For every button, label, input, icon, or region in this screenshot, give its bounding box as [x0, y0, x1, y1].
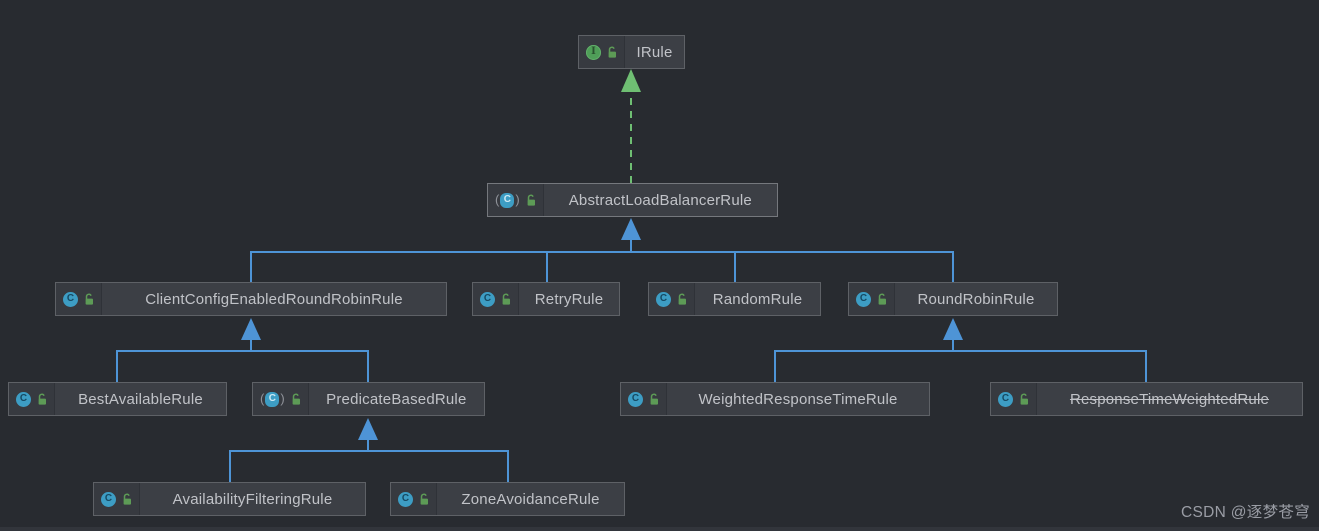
unlocked-icon — [123, 493, 131, 505]
interface-icon — [586, 44, 601, 60]
node-icon-cell — [473, 283, 519, 315]
unlocked-icon — [420, 493, 428, 505]
csdn-watermark: CSDN @逐梦苍穹 — [1181, 504, 1310, 521]
generalization-arrowhead-icon — [358, 418, 378, 440]
class-icon — [998, 391, 1013, 407]
class-node-irule[interactable]: IRule — [578, 35, 685, 69]
class-name-label: ResponseTimeWeightedRule — [1069, 390, 1270, 408]
class-node-client-config-enabled-round-robin-rule[interactable]: ClientConfigEnabledRoundRobinRule — [55, 282, 447, 316]
class-icon — [656, 291, 671, 307]
unlocked-icon — [650, 393, 658, 405]
unlocked-icon — [85, 293, 93, 305]
unlocked-icon — [292, 393, 300, 405]
class-name-label: ClientConfigEnabledRoundRobinRule — [145, 290, 403, 308]
abstract-class-icon: () — [260, 391, 285, 407]
class-name-label: PredicateBasedRule — [326, 390, 467, 408]
unlocked-icon — [878, 293, 886, 305]
node-icon-cell — [649, 283, 695, 315]
class-icon — [398, 491, 413, 507]
class-icon — [856, 291, 871, 307]
class-name-label: RetryRule — [534, 290, 604, 308]
node-icon-cell — [991, 383, 1037, 415]
generalization-edge-group-rrr — [774, 340, 1147, 382]
class-node-best-available-rule[interactable]: BestAvailableRule — [8, 382, 227, 416]
class-name-label: ZoneAvoidanceRule — [461, 490, 600, 508]
unlocked-icon — [38, 393, 46, 405]
generalization-edge-group-albr — [250, 240, 954, 282]
node-icon-cell — [579, 36, 625, 68]
node-icon-cell — [56, 283, 102, 315]
class-node-predicate-based-rule[interactable]: () PredicateBasedRule — [252, 382, 485, 416]
class-node-round-robin-rule[interactable]: RoundRobinRule — [848, 282, 1058, 316]
class-icon — [628, 391, 643, 407]
class-icon — [480, 291, 495, 307]
unlocked-icon — [502, 293, 510, 305]
class-name-label: IRule — [636, 43, 673, 61]
class-name-label: RandomRule — [712, 290, 803, 308]
class-name-label: BestAvailableRule — [78, 390, 203, 408]
class-node-zone-avoidance-rule[interactable]: ZoneAvoidanceRule — [390, 482, 625, 516]
class-node-abstract-load-balancer-rule[interactable]: () AbstractLoadBalancerRule — [487, 183, 778, 217]
unlocked-icon — [527, 194, 535, 206]
unlocked-icon — [1020, 393, 1028, 405]
generalization-arrowhead-icon — [943, 318, 963, 340]
node-icon-cell — [849, 283, 895, 315]
node-icon-cell: () — [253, 383, 309, 415]
class-name-label: RoundRobinRule — [917, 290, 1035, 308]
unlocked-icon — [608, 46, 616, 58]
generalization-edge-group-pbr — [229, 440, 509, 482]
node-icon-cell — [391, 483, 437, 515]
class-name-label: AvailabilityFilteringRule — [172, 490, 333, 508]
class-name-label: AbstractLoadBalancerRule — [568, 191, 752, 209]
abstract-class-icon: () — [495, 192, 520, 208]
node-icon-cell — [9, 383, 55, 415]
class-node-weighted-response-time-rule[interactable]: WeightedResponseTimeRule — [620, 382, 930, 416]
class-icon — [63, 291, 78, 307]
unlocked-icon — [678, 293, 686, 305]
generalization-arrowhead-icon — [621, 218, 641, 240]
class-node-random-rule[interactable]: RandomRule — [648, 282, 821, 316]
realization-arrowhead-icon — [621, 69, 641, 92]
class-icon — [16, 391, 31, 407]
class-node-retry-rule[interactable]: RetryRule — [472, 282, 620, 316]
node-icon-cell — [94, 483, 140, 515]
generalization-arrowhead-icon — [241, 318, 261, 340]
class-node-response-time-weighted-rule[interactable]: ResponseTimeWeightedRule — [990, 382, 1303, 416]
node-icon-cell — [621, 383, 667, 415]
class-node-availability-filtering-rule[interactable]: AvailabilityFilteringRule — [93, 482, 366, 516]
node-icon-cell: () — [488, 184, 544, 216]
class-name-label: WeightedResponseTimeRule — [698, 390, 898, 408]
panel-bottom-edge — [0, 527, 1319, 531]
generalization-edge-group-ccrr — [116, 340, 369, 382]
class-icon — [101, 491, 116, 507]
